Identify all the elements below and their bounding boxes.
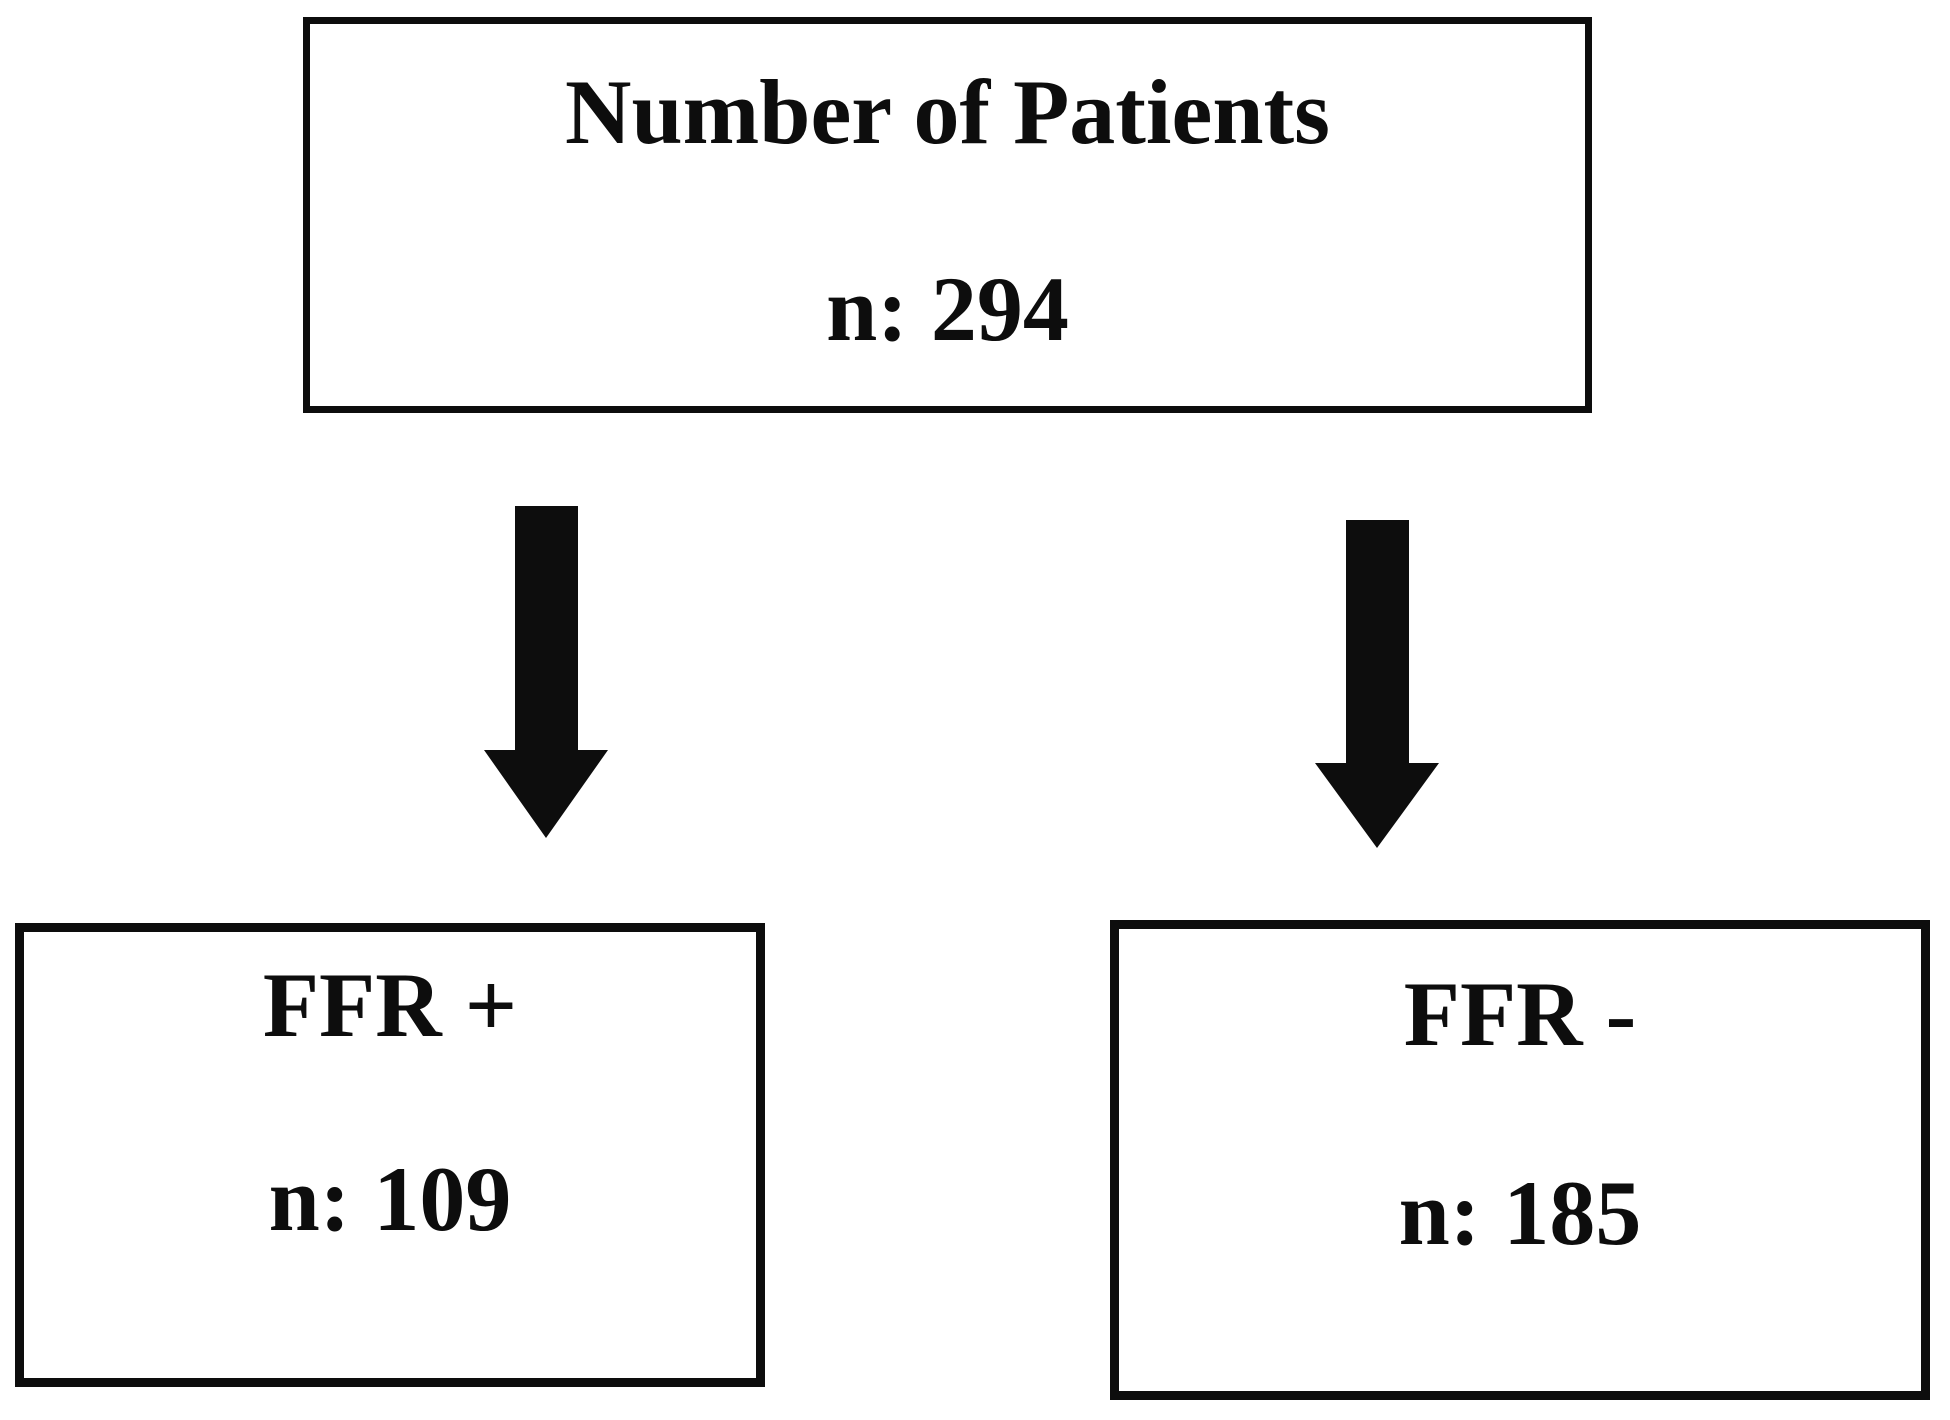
node-label: FFR - — [1403, 963, 1637, 1065]
node-ffr-negative: FFR - n: 185 — [1110, 920, 1930, 1400]
node-ffr-positive: FFR + n: 109 — [15, 923, 765, 1387]
node-number-of-patients: Number of Patients n: 294 — [303, 17, 1592, 413]
node-count: n: 185 — [1398, 1162, 1642, 1264]
node-label: FFR + — [262, 954, 518, 1056]
down-arrow-icon — [1315, 520, 1439, 848]
down-arrow-icon — [484, 506, 608, 838]
node-count: n: 294 — [826, 258, 1069, 360]
node-label: Number of Patients — [565, 61, 1330, 163]
node-count: n: 109 — [268, 1148, 512, 1250]
